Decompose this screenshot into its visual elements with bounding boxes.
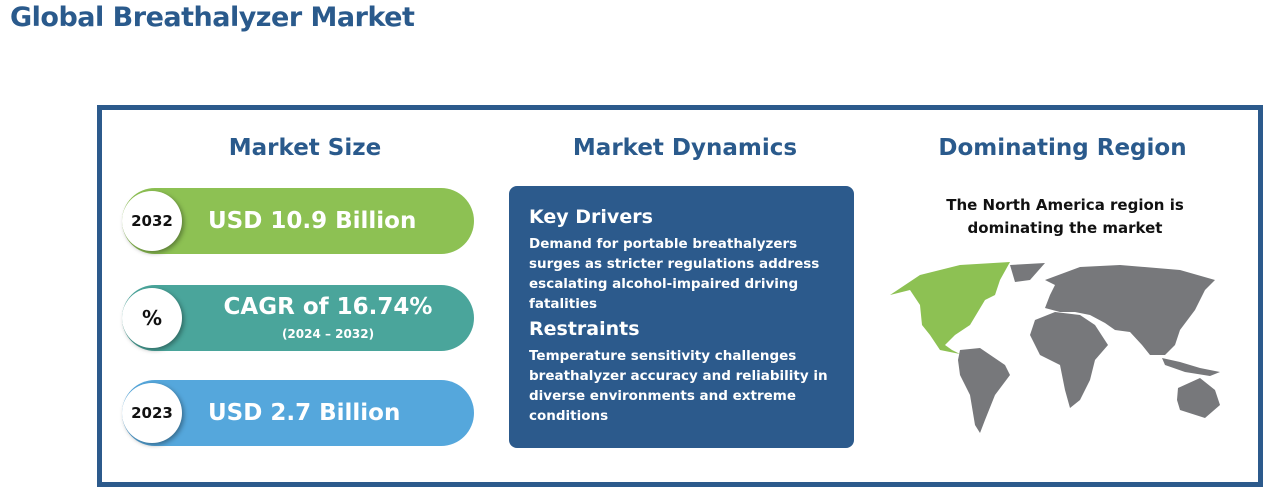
value-text: USD 2.7 Billion bbox=[208, 400, 401, 426]
africa bbox=[1030, 312, 1108, 408]
page-title: Global Breathalyzer Market bbox=[10, 2, 415, 33]
year-badge: 2032 bbox=[122, 191, 182, 251]
indonesia bbox=[1162, 358, 1220, 376]
world-map bbox=[890, 262, 1220, 433]
region-text: The North America region is dominating t… bbox=[946, 196, 1184, 237]
market-size-2023: 2023 USD 2.7 Billion bbox=[122, 380, 474, 446]
infographic-frame bbox=[97, 105, 1263, 487]
dominating-region-heading: Dominating Region bbox=[938, 135, 1187, 161]
percent-badge: % bbox=[122, 288, 182, 348]
restraints-title: Restraints bbox=[529, 318, 640, 340]
australia bbox=[1177, 378, 1220, 418]
cagr-period: (2024 – 2032) bbox=[281, 327, 375, 341]
north-america-region bbox=[890, 262, 1010, 354]
greenland bbox=[1010, 263, 1045, 282]
market-dynamics-heading: Market Dynamics bbox=[572, 135, 798, 161]
restraints-text: Temperature sensitivity challenges breat… bbox=[529, 348, 828, 424]
cagr-text: CAGR of 16.74% bbox=[223, 294, 433, 320]
market-size-heading: Market Size bbox=[228, 135, 382, 161]
eurasia bbox=[1045, 265, 1215, 355]
market-size-2032: 2032 USD 10.9 Billion bbox=[122, 188, 474, 254]
drivers-text: Demand for portable breathalyzers surges… bbox=[529, 236, 820, 312]
dynamics-box: Key Drivers Demand for portable breathal… bbox=[509, 186, 854, 448]
south-america bbox=[958, 348, 1010, 433]
value-text: USD 10.9 Billion bbox=[208, 208, 417, 234]
year-badge: 2023 bbox=[122, 383, 182, 443]
cagr-pill: % CAGR of 16.74% (2024 – 2032) bbox=[122, 285, 474, 351]
drivers-title: Key Drivers bbox=[529, 206, 653, 228]
